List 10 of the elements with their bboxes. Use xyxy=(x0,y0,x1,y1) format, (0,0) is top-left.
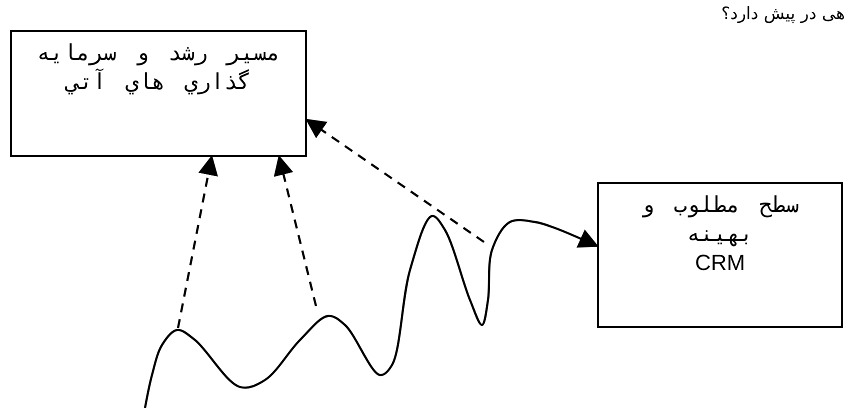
box-text: مسير رشد و سرمايه گذاري هاي آتي xyxy=(36,40,282,97)
dashed-arrow xyxy=(305,118,485,243)
dashed-arrow xyxy=(274,155,318,306)
text-box xyxy=(597,182,843,328)
question-text: هی در پیش دارد؟ xyxy=(721,4,845,24)
text-box xyxy=(10,30,307,157)
box-text: CRM xyxy=(694,249,746,278)
box-text: سطح مطلوب و بهينه xyxy=(640,192,800,249)
curved-arrow xyxy=(144,214,599,408)
dashed-arrow xyxy=(176,155,218,328)
